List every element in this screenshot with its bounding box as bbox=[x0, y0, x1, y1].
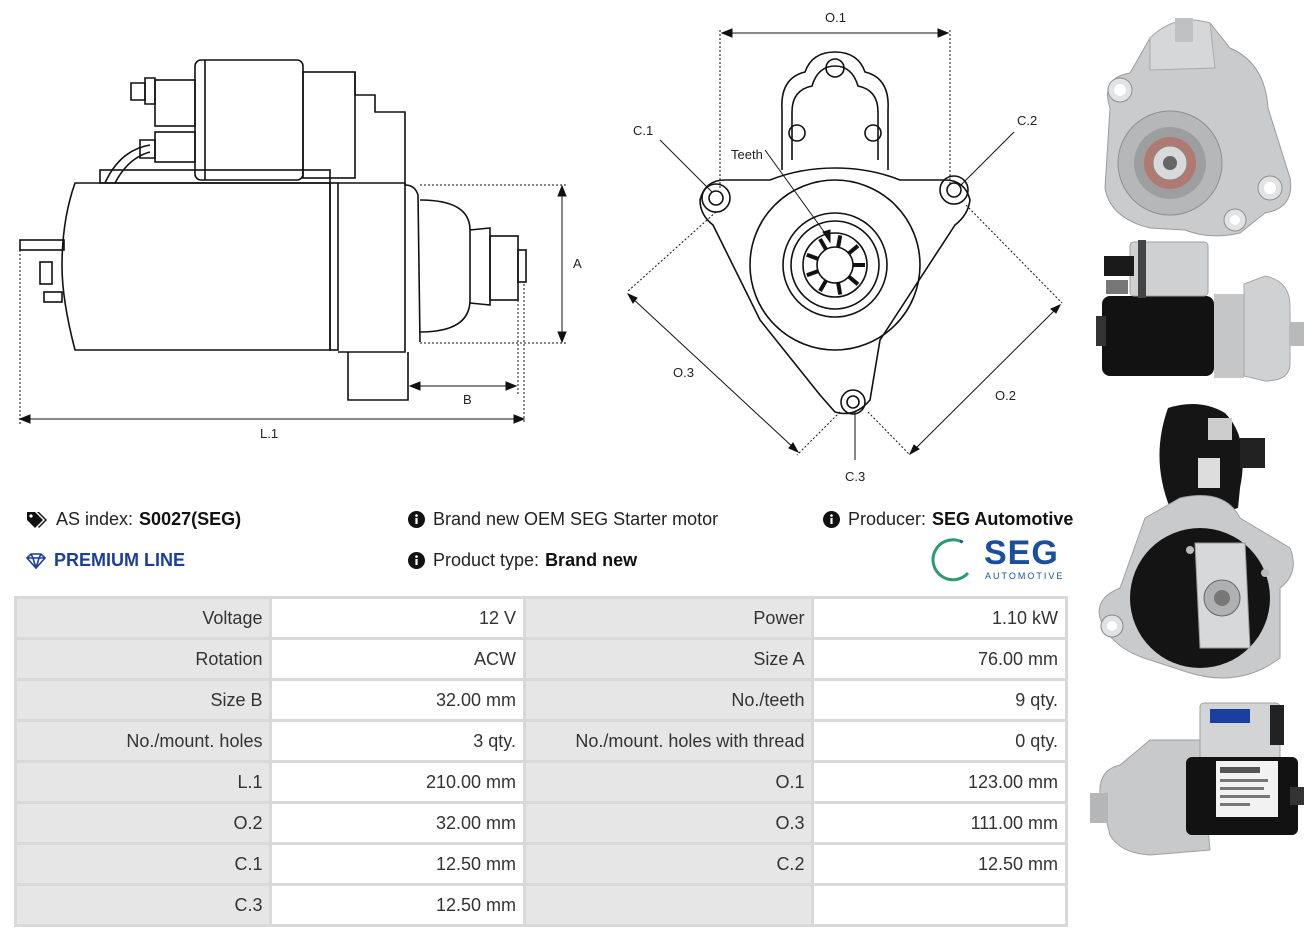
spec-value: 12.50 mm bbox=[814, 845, 1065, 883]
seg-logo-name: SEG bbox=[984, 534, 1059, 572]
spec-label: No./teeth bbox=[525, 681, 812, 719]
spec-label: O.2 bbox=[17, 804, 270, 842]
producer-label: Producer: bbox=[848, 509, 927, 529]
premium-line-badge: PREMIUM LINE bbox=[26, 550, 185, 571]
gear-tooth bbox=[847, 244, 860, 255]
product-type: Product type: Brand new bbox=[408, 550, 637, 571]
spec-label: C.3 bbox=[17, 886, 270, 924]
info-icon bbox=[408, 552, 425, 569]
spec-label: Size B bbox=[17, 681, 270, 719]
gear-tooth bbox=[836, 282, 843, 295]
spec-value: 210.00 mm bbox=[272, 763, 523, 801]
as-index-value: S0027(SEG) bbox=[139, 509, 242, 529]
label-o1: O.1 bbox=[825, 10, 846, 25]
seg-ring-icon bbox=[931, 538, 975, 582]
front-view-drawing: O.1 C.1 C.2 Teeth O.3 O.2 C.3 bbox=[626, 10, 1063, 484]
as-index: AS index: S0027(SEG) bbox=[26, 509, 241, 530]
spec-label: Power bbox=[525, 599, 812, 637]
spec-label: No./mount. holes with thread bbox=[525, 722, 812, 760]
spec-value bbox=[814, 886, 1065, 924]
spec-value: 76.00 mm bbox=[814, 640, 1065, 678]
spec-label: Size A bbox=[525, 640, 812, 678]
gear-tooth bbox=[806, 269, 819, 278]
producer-value: SEG Automotive bbox=[932, 509, 1074, 529]
label-a: A bbox=[573, 256, 582, 271]
seg-logo-sub: AUTOMOTIVE bbox=[985, 571, 1065, 581]
label-c3: C.3 bbox=[845, 469, 865, 484]
spec-label: C.2 bbox=[525, 845, 812, 883]
label-o3: O.3 bbox=[673, 365, 694, 380]
product-type-label: Product type: bbox=[433, 550, 540, 570]
spec-label: Voltage bbox=[17, 599, 270, 637]
premium-line-label: PREMIUM LINE bbox=[54, 550, 186, 570]
spec-label: Rotation bbox=[17, 640, 270, 678]
spec-value: 32.00 mm bbox=[272, 681, 523, 719]
description: Brand new OEM SEG Starter motor bbox=[408, 509, 718, 530]
gear-tooth bbox=[847, 275, 860, 286]
seg-logo: SEG AUTOMOTIVE bbox=[930, 534, 1070, 583]
product-photo-rear bbox=[1098, 404, 1294, 679]
gear-tooth bbox=[806, 252, 819, 261]
product-photo-front bbox=[1104, 18, 1292, 237]
spec-value: 0 qty. bbox=[814, 722, 1065, 760]
side-view-drawing: A B L.1 bbox=[18, 59, 582, 441]
info-icon bbox=[408, 511, 425, 528]
spec-label: O.3 bbox=[525, 804, 812, 842]
spec-value: 111.00 mm bbox=[814, 804, 1065, 842]
label-c1: C.1 bbox=[633, 123, 653, 138]
gear-tooth bbox=[836, 235, 843, 248]
label-o2: O.2 bbox=[995, 388, 1016, 403]
spec-value: 12 V bbox=[272, 599, 523, 637]
description-text: Brand new OEM SEG Starter motor bbox=[433, 509, 719, 529]
label-c2: C.2 bbox=[1017, 113, 1037, 128]
producer: Producer: SEG Automotive bbox=[823, 509, 1073, 530]
spec-label: L.1 bbox=[17, 763, 270, 801]
spec-label: C.1 bbox=[17, 845, 270, 883]
spec-value: 3 qty. bbox=[272, 722, 523, 760]
product-photo-label-side bbox=[1090, 702, 1304, 856]
gear-tooth bbox=[818, 279, 828, 292]
product-type-value: Brand new bbox=[545, 550, 638, 570]
info-icon bbox=[823, 511, 840, 528]
spec-value: 123.00 mm bbox=[814, 763, 1065, 801]
spec-value: 1.10 kW bbox=[814, 599, 1065, 637]
spec-value: 32.00 mm bbox=[272, 804, 523, 842]
spec-value: 9 qty. bbox=[814, 681, 1065, 719]
spec-label bbox=[525, 886, 812, 924]
spec-value: 12.50 mm bbox=[272, 886, 523, 924]
spec-value: 12.50 mm bbox=[272, 845, 523, 883]
diamond-icon bbox=[26, 552, 46, 569]
label-l1: L.1 bbox=[260, 426, 278, 441]
as-index-label: AS index: bbox=[56, 509, 134, 529]
spec-label: O.1 bbox=[525, 763, 812, 801]
product-photo-side bbox=[1096, 240, 1304, 382]
spec-label: No./mount. holes bbox=[17, 722, 270, 760]
spec-value: ACW bbox=[272, 640, 523, 678]
tags-icon bbox=[26, 511, 48, 529]
gear-tooth bbox=[818, 238, 828, 251]
label-b: B bbox=[463, 392, 472, 407]
label-teeth: Teeth bbox=[731, 147, 763, 162]
